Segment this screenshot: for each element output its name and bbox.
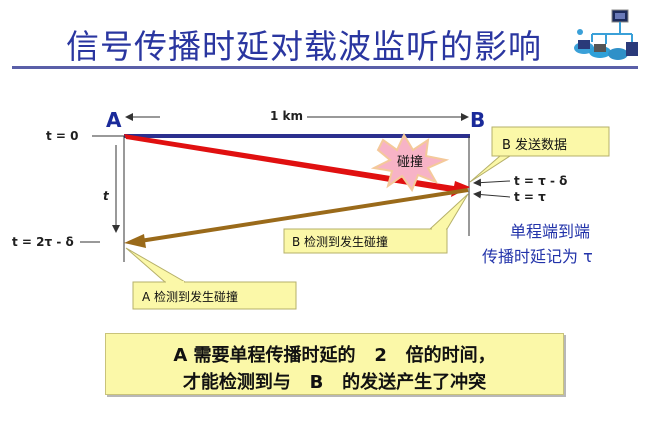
distance-label: 1 km [266,109,308,123]
t-tau-label: t = τ [514,190,546,204]
t-tau-delta-label: t = τ - δ [514,174,568,188]
title-divider [12,66,638,69]
callout-a-detect [125,247,297,310]
b-send-text: B 发送数据 [502,138,568,153]
a-detect-text: A 检测到发生碰撞 [142,290,239,304]
t0-label: t = 0 [46,129,79,143]
b-detect-text: B 检测到发生碰撞 [292,235,389,249]
page-title: 信号传播时延对载波监听的影响 [66,27,542,66]
note-line-2: 传播时延记为 τ [482,247,593,266]
collision-label: 碰撞 [397,155,424,170]
callout-b-detect [283,193,469,254]
note-line-1: 单程端到端 [510,222,591,241]
b-signal-arrowhead [124,234,146,248]
station-b-label: B [470,108,486,132]
collision-burst [370,132,450,193]
summary-line-2: 才能检测到与 B 的发送产生了冲突 [182,372,487,393]
callout-b-send [469,126,610,183]
t-label: t [103,189,109,203]
t-tau-delta-pointer [473,178,511,187]
t-2tau-delta-label: t = 2τ - δ [12,235,74,249]
network-logo-icon [574,9,638,60]
a-signal-arrow [124,134,470,197]
summary-box: A 需要单程传播时延的 2 倍的时间， 才能检测到与 B 的发送产生了冲突 [105,333,564,395]
summary-line-1: A 需要单程传播时延的 2 倍的时间， [173,345,496,366]
station-a-label: A [106,108,122,132]
b-signal-line [139,188,469,243]
t-tau-pointer [473,190,511,199]
